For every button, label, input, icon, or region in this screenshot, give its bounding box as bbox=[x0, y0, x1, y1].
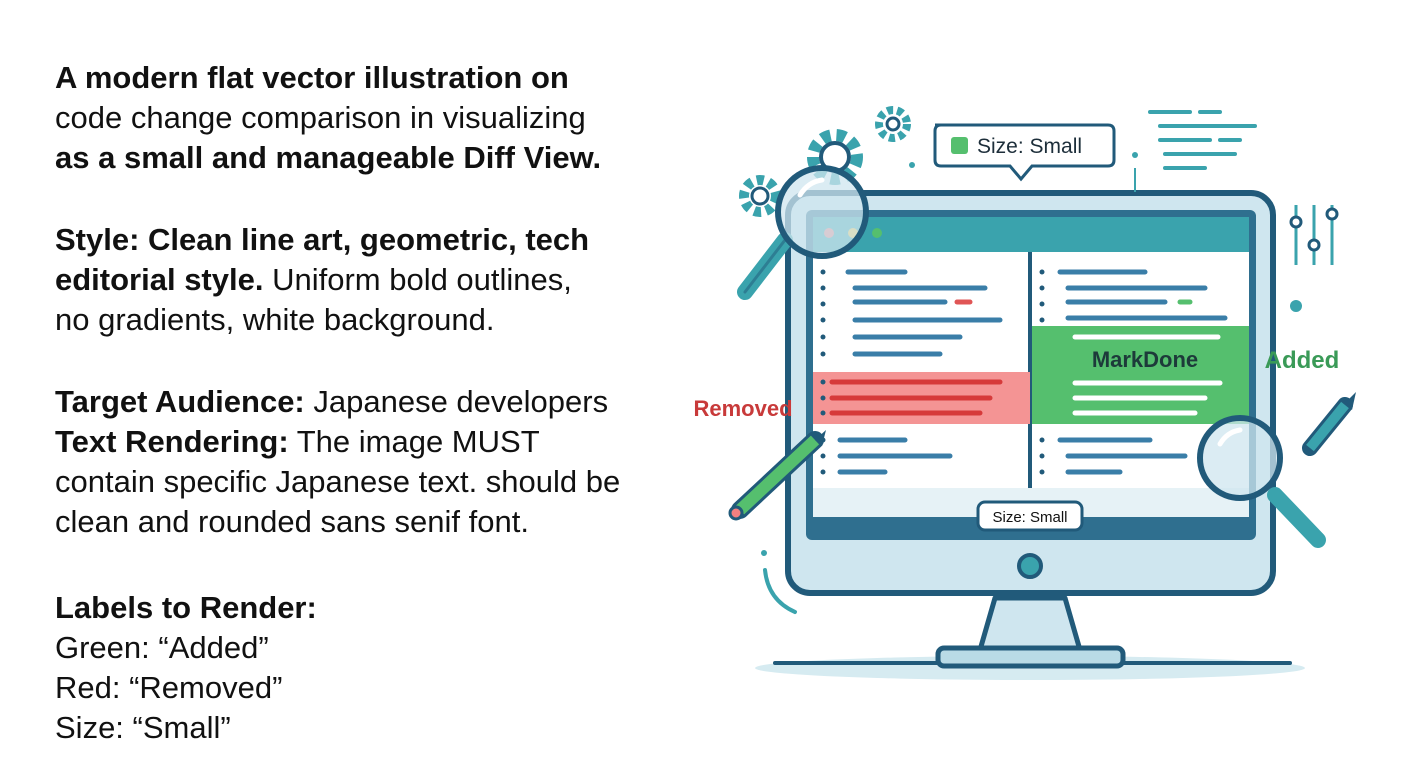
decor-dot-1 bbox=[1290, 300, 1302, 312]
decor-dot-4 bbox=[761, 550, 767, 556]
markdone-label: MarkDone bbox=[1092, 347, 1198, 372]
style-line-2-rest: Uniform bold outlines, bbox=[263, 262, 572, 297]
audience-label: Target Audience: bbox=[55, 384, 305, 419]
size-tooltip-swatch bbox=[951, 137, 968, 154]
magnifier-icon-left bbox=[737, 165, 869, 300]
intro-line-3: as a small and manageable Diff View. bbox=[55, 140, 602, 175]
style-line-2-bold: editorial style. bbox=[55, 262, 264, 297]
window-dot-green bbox=[872, 228, 882, 238]
left-pane-code bbox=[829, 269, 1003, 475]
added-label: Added bbox=[1265, 347, 1340, 374]
size-tooltip-text: Size: Small bbox=[977, 135, 1082, 158]
illustration-svg: MarkDone Removed Added Size: Small Size:… bbox=[693, 106, 1356, 680]
style-line-3: no gradients, white background. bbox=[55, 302, 495, 337]
size-badge bbox=[976, 500, 1084, 532]
slider-icons bbox=[1289, 205, 1339, 265]
audience-value: Japanese developers bbox=[304, 384, 609, 419]
rendering-label: Text Rendering: bbox=[55, 424, 289, 459]
window-titlebar bbox=[813, 217, 1249, 252]
floating-code-lines bbox=[1148, 110, 1257, 170]
diff-view-illustration: MarkDone Removed Added Size: Small Size:… bbox=[660, 80, 1408, 768]
style-line-1: Style: Clean line art, geometric, tech bbox=[55, 222, 590, 257]
intro-line-2: code change comparison in visualizing bbox=[55, 100, 586, 135]
size-tooltip bbox=[933, 123, 1116, 182]
intro-line-1: A modern flat vector illustration on bbox=[55, 60, 569, 95]
rendering-line-1: Text Rendering: The image MUST bbox=[55, 422, 675, 462]
right-pane-code bbox=[1057, 269, 1228, 475]
monitor-stand-base bbox=[935, 645, 1126, 669]
power-button-icon bbox=[1017, 553, 1043, 579]
labels-red: Red: “Removed” bbox=[55, 670, 283, 705]
removed-label: Removed bbox=[693, 396, 792, 421]
labels-green: Green: “Added” bbox=[55, 630, 269, 665]
rendering-line-2: contain specific Japanese text. should b… bbox=[55, 464, 621, 499]
monitor-stand-neck bbox=[977, 595, 1083, 653]
gear-icon-small bbox=[875, 106, 911, 142]
left-pane-gutter bbox=[820, 269, 826, 475]
labels-heading: Labels to Render: bbox=[55, 590, 317, 625]
labels-size: Size: “Small” bbox=[55, 710, 231, 745]
size-badge-text: Size: Small bbox=[992, 509, 1067, 526]
added-band bbox=[1032, 326, 1249, 424]
right-pane-gutter bbox=[1039, 269, 1045, 475]
decor-arc bbox=[763, 568, 797, 614]
pencil-icon-right bbox=[1302, 392, 1356, 456]
gear-icon-medium bbox=[739, 175, 781, 217]
style-line-2: editorial style. Uniform bold outlines, bbox=[55, 260, 675, 300]
decor-dot-3 bbox=[909, 162, 915, 168]
magnifier-icon-right bbox=[1197, 415, 1326, 548]
description-text-panel: A modern flat vector illustration on cod… bbox=[55, 58, 675, 748]
audience-line: Target Audience: Japanese developers bbox=[55, 382, 675, 422]
rendering-line-1-rest: The image MUST bbox=[288, 424, 540, 459]
pencil-icon-left bbox=[728, 430, 826, 521]
decor-dot-2 bbox=[1132, 152, 1138, 158]
rendering-line-3: clean and rounded sans senif font. bbox=[55, 504, 529, 539]
